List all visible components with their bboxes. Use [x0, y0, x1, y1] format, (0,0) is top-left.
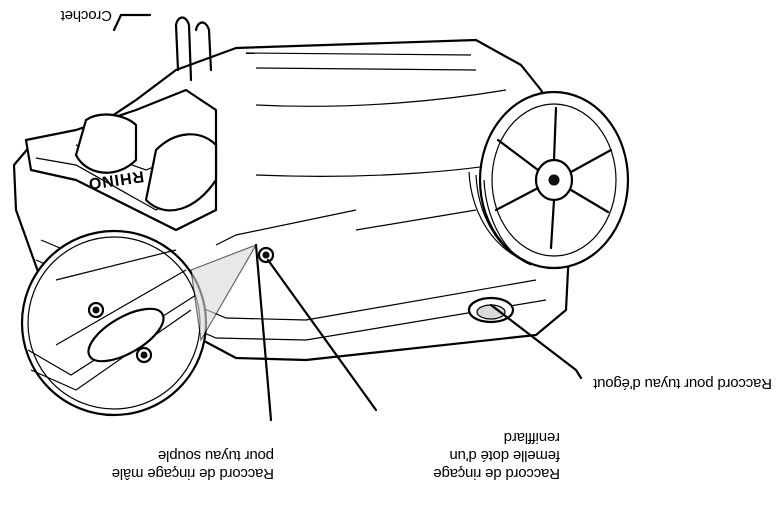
label-female-rinse-line-3: renifflard	[503, 429, 560, 446]
wheel	[468, 90, 630, 270]
label-female-rinse-line-2: femelle doté d'un	[449, 447, 560, 464]
label-male-rinse: Raccord de rinçage mâle pour tuyau soupl…	[112, 446, 274, 482]
sewer-leader	[489, 303, 583, 380]
label-sewer-hose-text: Raccord pour tuyau d'égout	[593, 375, 772, 392]
detail-inset	[20, 229, 208, 417]
label-male-rinse-line-1: Raccord de rinçage mâle	[111, 465, 274, 482]
label-sewer-hose: Raccord pour tuyau d'égout	[593, 374, 772, 392]
label-female-rinse-line-1: Raccord de rinçage	[433, 465, 560, 482]
label-hook-text: Crochet	[60, 7, 112, 24]
hook-leader	[112, 13, 152, 32]
label-female-rinse: Raccord de rinçage femelle doté d'un ren…	[434, 428, 560, 482]
label-hook: Crochet	[61, 6, 112, 24]
hook	[174, 16, 193, 82]
female-rinse-leader	[266, 258, 378, 412]
male-rinse-leader	[254, 243, 273, 422]
label-male-rinse-line-2: pour tuyau souple	[158, 447, 274, 464]
